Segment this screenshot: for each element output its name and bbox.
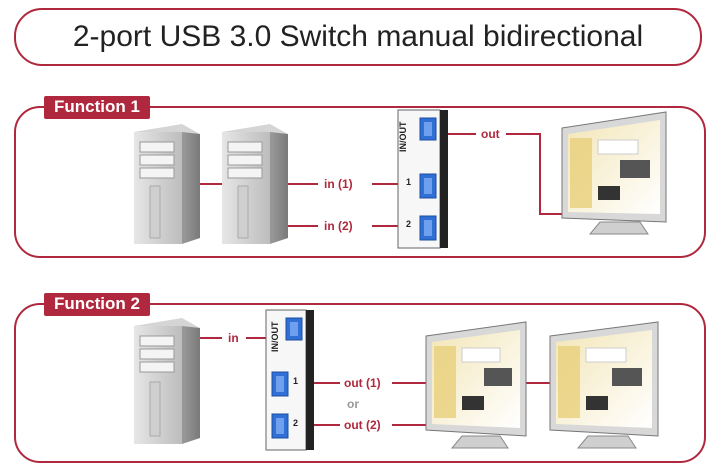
monitor-icon-2 bbox=[425, 321, 527, 449]
usb-switch-icon-1 bbox=[397, 109, 448, 249]
monitor-icon-1 bbox=[561, 111, 667, 235]
computer-tower-icon-1 bbox=[134, 124, 200, 244]
f2-port-inout-label: IN/OUT bbox=[270, 321, 280, 353]
monitor-icon-3 bbox=[549, 321, 659, 449]
f2-in-label: in bbox=[228, 331, 239, 345]
f2-port1-label: 1 bbox=[293, 376, 299, 386]
f2-out2-label: out (2) bbox=[344, 418, 381, 432]
function-1-label: Function 1 bbox=[44, 96, 150, 119]
computer-tower-icon-2 bbox=[222, 124, 288, 244]
f1-in2-label: in (2) bbox=[324, 219, 353, 233]
usb-switch-icon-2 bbox=[265, 309, 314, 451]
f1-port1-label: 1 bbox=[406, 177, 412, 187]
f1-in1-label: in (1) bbox=[324, 177, 353, 191]
f1-port2-label: 2 bbox=[406, 219, 412, 229]
page-title: 2-port USB 3.0 Switch manual bidirection… bbox=[72, 20, 644, 53]
function-1-panel bbox=[14, 106, 706, 258]
f2-connectors bbox=[198, 337, 550, 426]
f2-out1-label: out (1) bbox=[344, 376, 381, 390]
function-2-panel bbox=[14, 303, 706, 463]
computer-tower-icon-3 bbox=[134, 318, 200, 444]
f2-port2-label: 2 bbox=[293, 418, 299, 428]
f1-out-label: out bbox=[481, 127, 500, 141]
f1-port-inout-label: IN/OUT bbox=[398, 121, 408, 153]
f1-connectors bbox=[198, 133, 562, 227]
function-2-label: Function 2 bbox=[44, 293, 150, 316]
f2-or-label: or bbox=[347, 397, 359, 411]
title-frame bbox=[14, 8, 702, 66]
